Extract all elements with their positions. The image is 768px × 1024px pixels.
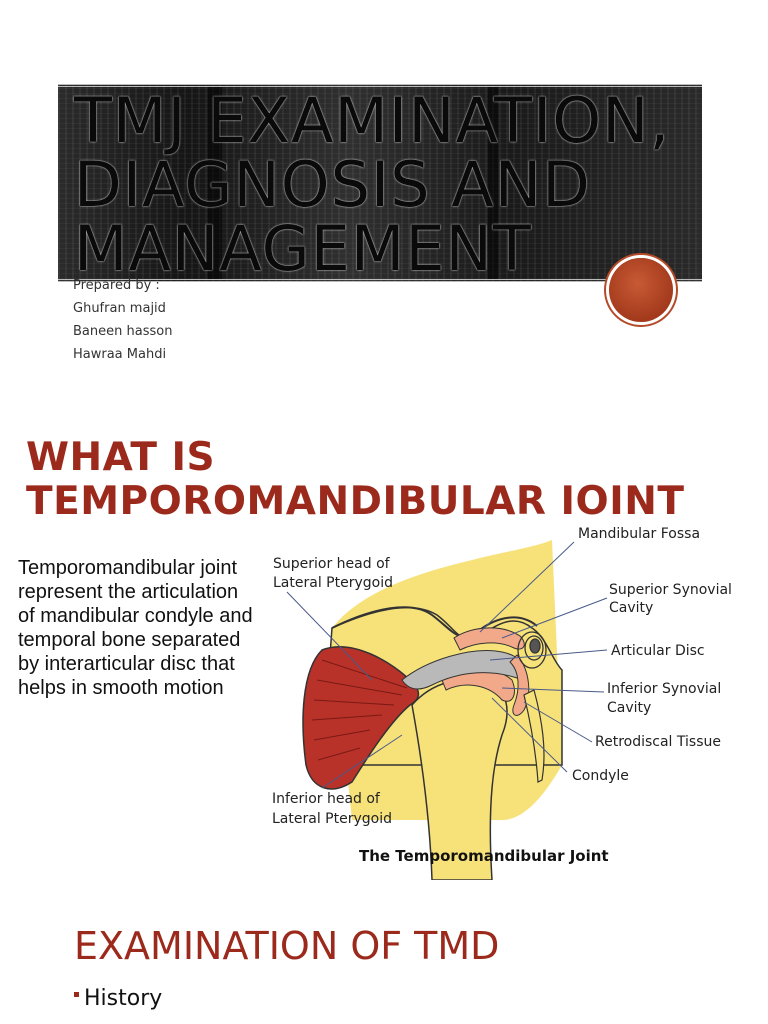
author-name: Ghufran majid (73, 301, 166, 316)
definition-text: Temporomandibular joint represent the ar… (18, 557, 253, 699)
tmj-diagram: Superior head of Lateral Pterygoid Mandi… (262, 520, 768, 880)
section-title-text: WHAT IS TEMPOROMANDIBULAR IOINT (26, 435, 685, 524)
diagram-caption: The Temporomandibular Joint (359, 847, 609, 865)
section-title: WHAT IS TEMPOROMANDIBULAR IOINT (26, 436, 766, 524)
superior-synovial-cavity (453, 627, 525, 651)
retrodiscal-tissue (509, 654, 530, 716)
styloid-process (523, 689, 545, 783)
label-inferior-head-line2: Lateral Pterygoid (272, 811, 392, 827)
label-condyle: Condyle (572, 768, 629, 784)
presentation-title: TMJ Examination, Diagnosis and managemen… (74, 84, 671, 282)
banner-texture (208, 87, 222, 279)
list-item: History (74, 984, 162, 1014)
label-retrodiscal: Retrodiscal Tissue (595, 734, 721, 750)
label-inferior-synovial: Inferior Synovial (607, 681, 721, 697)
muscle-fibers (311, 659, 408, 761)
decorative-circle (609, 258, 673, 322)
label-mandibular-fossa: Mandibular Fossa (578, 526, 700, 542)
authors-block: Prepared by : Ghufran majid Baneen hasso… (73, 278, 172, 370)
label-superior-head: Superior head of (273, 556, 391, 572)
title-banner: TMJ Examination, Diagnosis and managemen… (58, 84, 702, 282)
label-inferior-head: Inferior head of (272, 791, 381, 807)
author-name: Baneen hasson (73, 324, 173, 339)
label-inferior-synovial-line2: Cavity (607, 700, 651, 716)
label-articular-disc: Articular Disc (611, 643, 705, 659)
bullet-marker (74, 992, 79, 997)
label-superior-head-line2: Lateral Pterygoid (273, 575, 393, 591)
leader-lines (286, 541, 608, 789)
ear-canal-icon (517, 631, 547, 669)
examination-title: EXAMINATION OF TMD (74, 924, 500, 968)
label-superior-synovial-line2: Cavity (609, 600, 653, 616)
authors-heading: Prepared by : (73, 278, 160, 293)
author-name: Hawraa Mahdi (73, 347, 167, 362)
mandibular-fossa-outline (331, 606, 538, 638)
tmj-diagram-svg: Superior head of Lateral Pterygoid Mandi… (272, 526, 732, 880)
label-superior-synovial: Superior Synovial (609, 582, 732, 598)
list-item-text: History (84, 986, 163, 1011)
bullet-list: History (74, 984, 162, 1014)
banner-texture (488, 87, 498, 279)
